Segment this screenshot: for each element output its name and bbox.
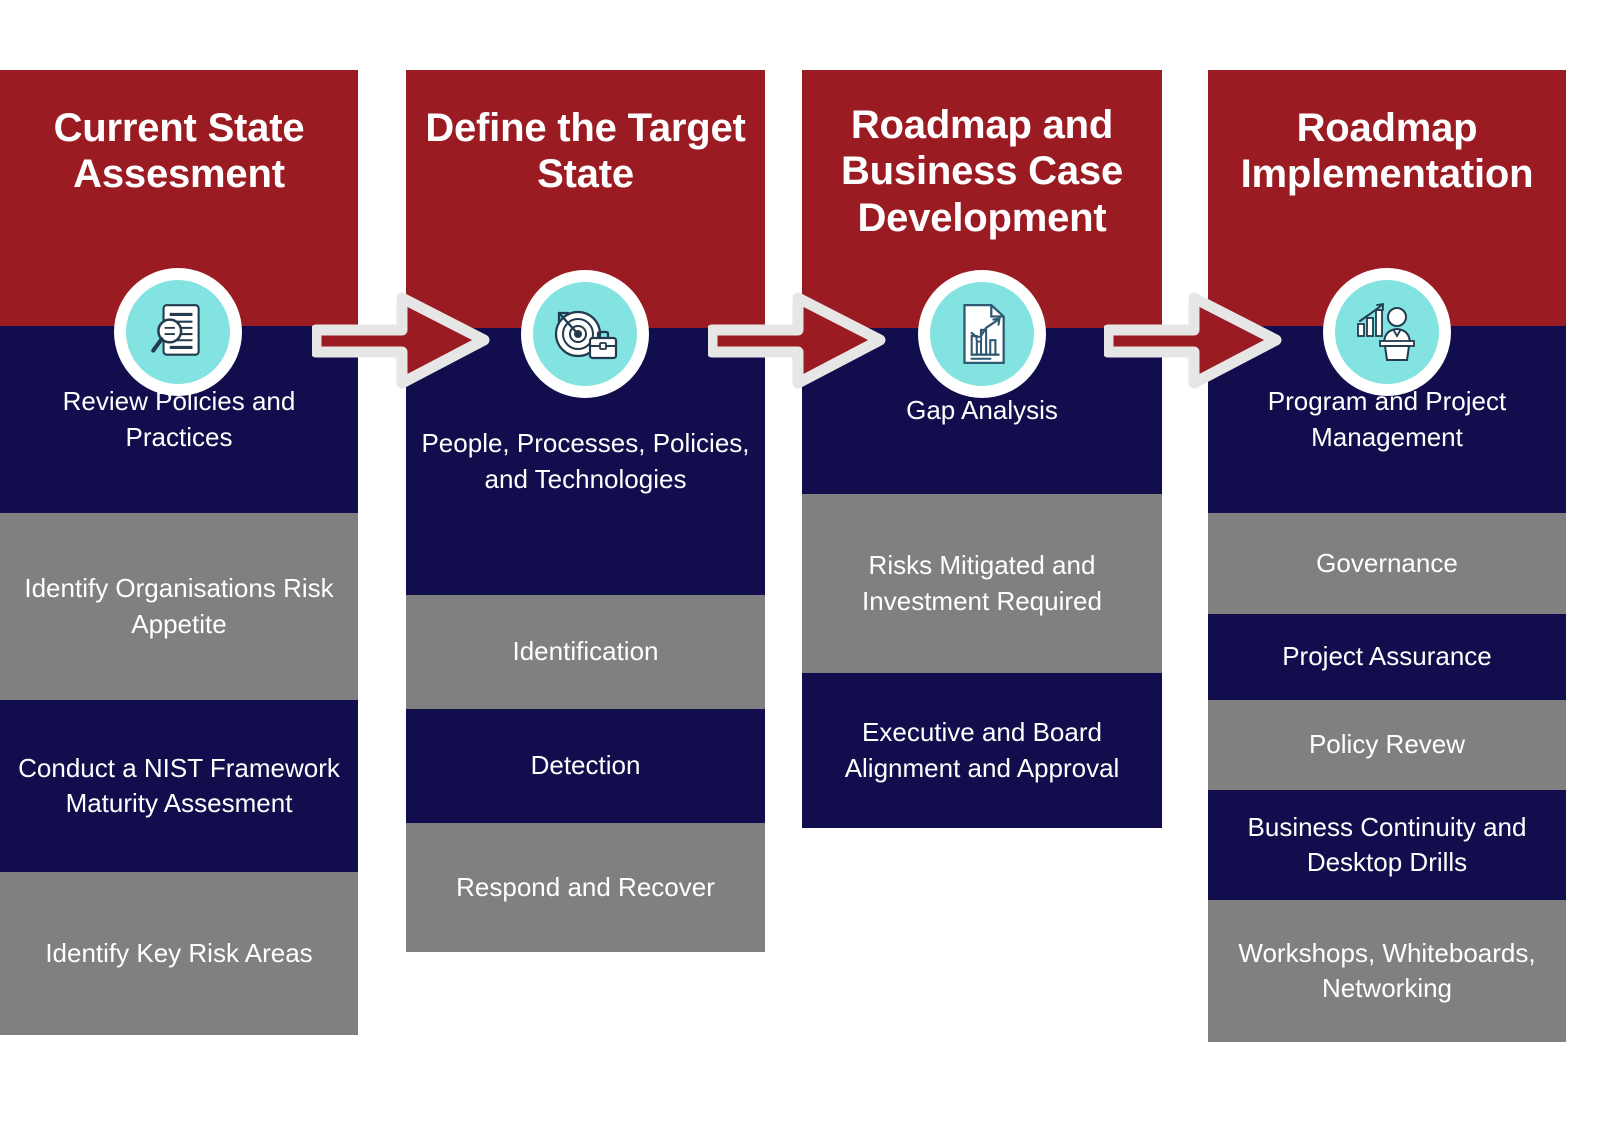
stage-segment-label: Respond and Recover (456, 871, 715, 902)
stage-segment[interactable]: Conduct a NIST Framework Maturity Assesm… (0, 700, 358, 872)
stage-segment[interactable]: Governance (1208, 513, 1566, 614)
stage-icon-document-magnifier (114, 268, 242, 396)
stage-segment[interactable]: Risks Mitigated and Investment Required (802, 494, 1162, 673)
stage-segment[interactable]: Identify Organisations Risk Appetite (0, 513, 358, 700)
connector-arrow-3 (1102, 288, 1282, 393)
stage-header-2: Define the Target State (406, 70, 765, 328)
stage-segment[interactable]: Executive and Board Alignment and Approv… (802, 673, 1162, 828)
stage-icon-presenter-podium (1323, 268, 1451, 396)
stage-icon-report-chart (918, 270, 1046, 398)
stage-segment[interactable]: Business Continuity and Desktop Drills (1208, 790, 1566, 900)
stage-icon-target-briefcase (521, 270, 649, 398)
stage-column-roadmap-and-business-case-development: Roadmap and Business Case Development Ga… (802, 70, 1162, 828)
stage-column-define-the-target-state: Define the Target State People, Processe… (406, 70, 765, 952)
stage-segment[interactable]: Project Assurance (1208, 614, 1566, 700)
stage-segment-label: Program and Project Management (1267, 386, 1507, 452)
presenter-podium-chart-icon (1335, 280, 1439, 384)
stage-column-roadmap-implementation: Roadmap Implementation Program and Proje… (1208, 70, 1566, 1042)
stage-segment-label: Detection (530, 750, 641, 781)
stage-column-current-state-assesment: Current State Assesment Review Policies … (0, 70, 358, 1035)
stage-segment-label: Identify Key Risk Areas (45, 937, 313, 968)
connector-arrow-2 (706, 288, 886, 393)
stage-segment[interactable]: Identify Key Risk Areas (0, 872, 358, 1035)
document-magnifier-icon (126, 280, 230, 384)
target-briefcase-icon (533, 282, 637, 386)
stage-segment-label: Governance (1316, 547, 1458, 578)
connector-arrow-1 (310, 288, 490, 393)
stage-segment-label: Executive and Board Alignment and Approv… (844, 717, 1120, 783)
stage-segment-label: Gap Analysis (906, 395, 1058, 426)
stage-segment[interactable]: Workshops, Whiteboards, Networking (1208, 900, 1566, 1042)
stage-segment-label: People, Processes, Policies, and Technol… (421, 428, 750, 494)
stage-segment-label: Risks Mitigated and Investment Required (862, 550, 1102, 616)
stage-title-3: Roadmap and Business Case Development (841, 103, 1123, 240)
stage-title-4: Roadmap Implementation (1240, 106, 1534, 197)
stage-segment[interactable]: Respond and Recover (406, 823, 765, 952)
stage-segment-label: Business Continuity and Desktop Drills (1247, 811, 1527, 877)
stage-segment-label: Policy Revew (1308, 729, 1466, 760)
stage-title-1: Current State Assesment (53, 106, 305, 197)
stage-segment-label: Project Assurance (1282, 641, 1492, 672)
stage-segment[interactable]: Policy Revew (1208, 700, 1566, 790)
stage-segment[interactable]: Identification (406, 595, 765, 709)
stage-segment-label: Identify Organisations Risk Appetite (24, 573, 334, 639)
stage-title-2: Define the Target State (425, 106, 746, 197)
stage-segment-label: Identification (512, 636, 659, 667)
stage-segment[interactable]: Detection (406, 709, 765, 823)
stage-header-4: Roadmap Implementation (1208, 70, 1566, 326)
report-chart-icon (930, 282, 1034, 386)
stage-segment-label: Conduct a NIST Framework Maturity Assesm… (18, 752, 340, 818)
stage-segment-label: Workshops, Whiteboards, Networking (1238, 937, 1536, 1003)
